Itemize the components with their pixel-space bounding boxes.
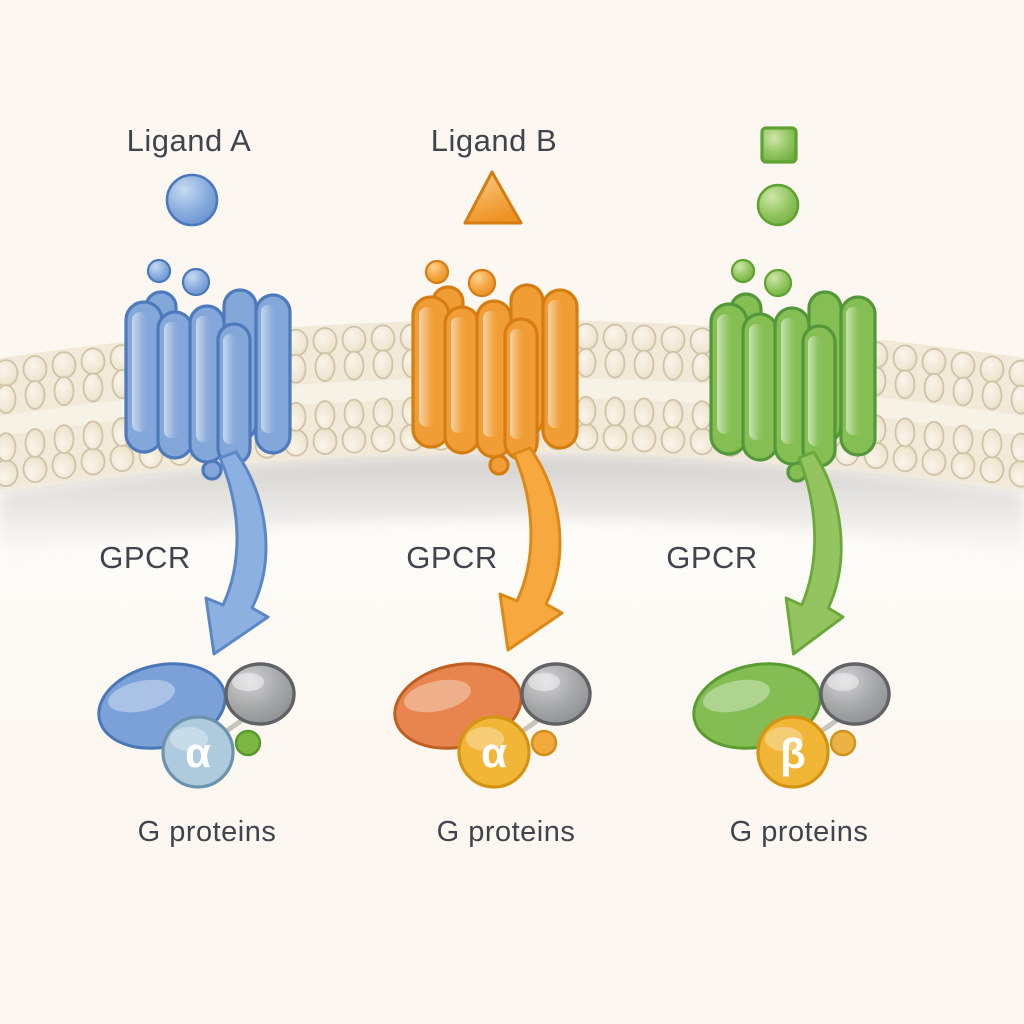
gpcr-label-orange: GPCR bbox=[406, 540, 498, 575]
ligand-b-label: Ligand B bbox=[431, 123, 557, 158]
ligand-c-sphere bbox=[756, 183, 800, 227]
ligand-b-small-sphere bbox=[424, 259, 450, 285]
ligand-a-sphere bbox=[165, 173, 219, 227]
receptor-gpcr-green bbox=[711, 292, 875, 481]
gproteins-label-blue: G proteins bbox=[138, 816, 277, 848]
subunit-letter-alpha-blue: α bbox=[185, 729, 211, 776]
ligand-a-label: Ligand A bbox=[127, 123, 252, 158]
ligand-a-small-sphere bbox=[146, 258, 172, 284]
ligand-b-triangle bbox=[463, 170, 523, 225]
receptor-gpcr-orange bbox=[413, 285, 577, 474]
receptor-gpcr-blue bbox=[126, 290, 290, 479]
ligand-c-square bbox=[760, 126, 798, 164]
gproteins-label-orange: G proteins bbox=[437, 816, 576, 848]
ligand-c-small-sphere bbox=[763, 268, 793, 298]
subunit-letter-beta-green: β bbox=[780, 730, 806, 777]
gproteins-label-green: G proteins bbox=[730, 816, 869, 848]
ligand-c-small-sphere bbox=[730, 258, 756, 284]
subunit-letter-alpha-orange: α bbox=[481, 729, 507, 776]
ligand-b-small-sphere bbox=[467, 268, 497, 298]
gpcr-label-blue: GPCR bbox=[99, 540, 191, 575]
gpcr-label-green: GPCR bbox=[666, 540, 758, 575]
ligand-a-small-sphere bbox=[181, 267, 211, 297]
membrane-shadow bbox=[0, 454, 1024, 556]
